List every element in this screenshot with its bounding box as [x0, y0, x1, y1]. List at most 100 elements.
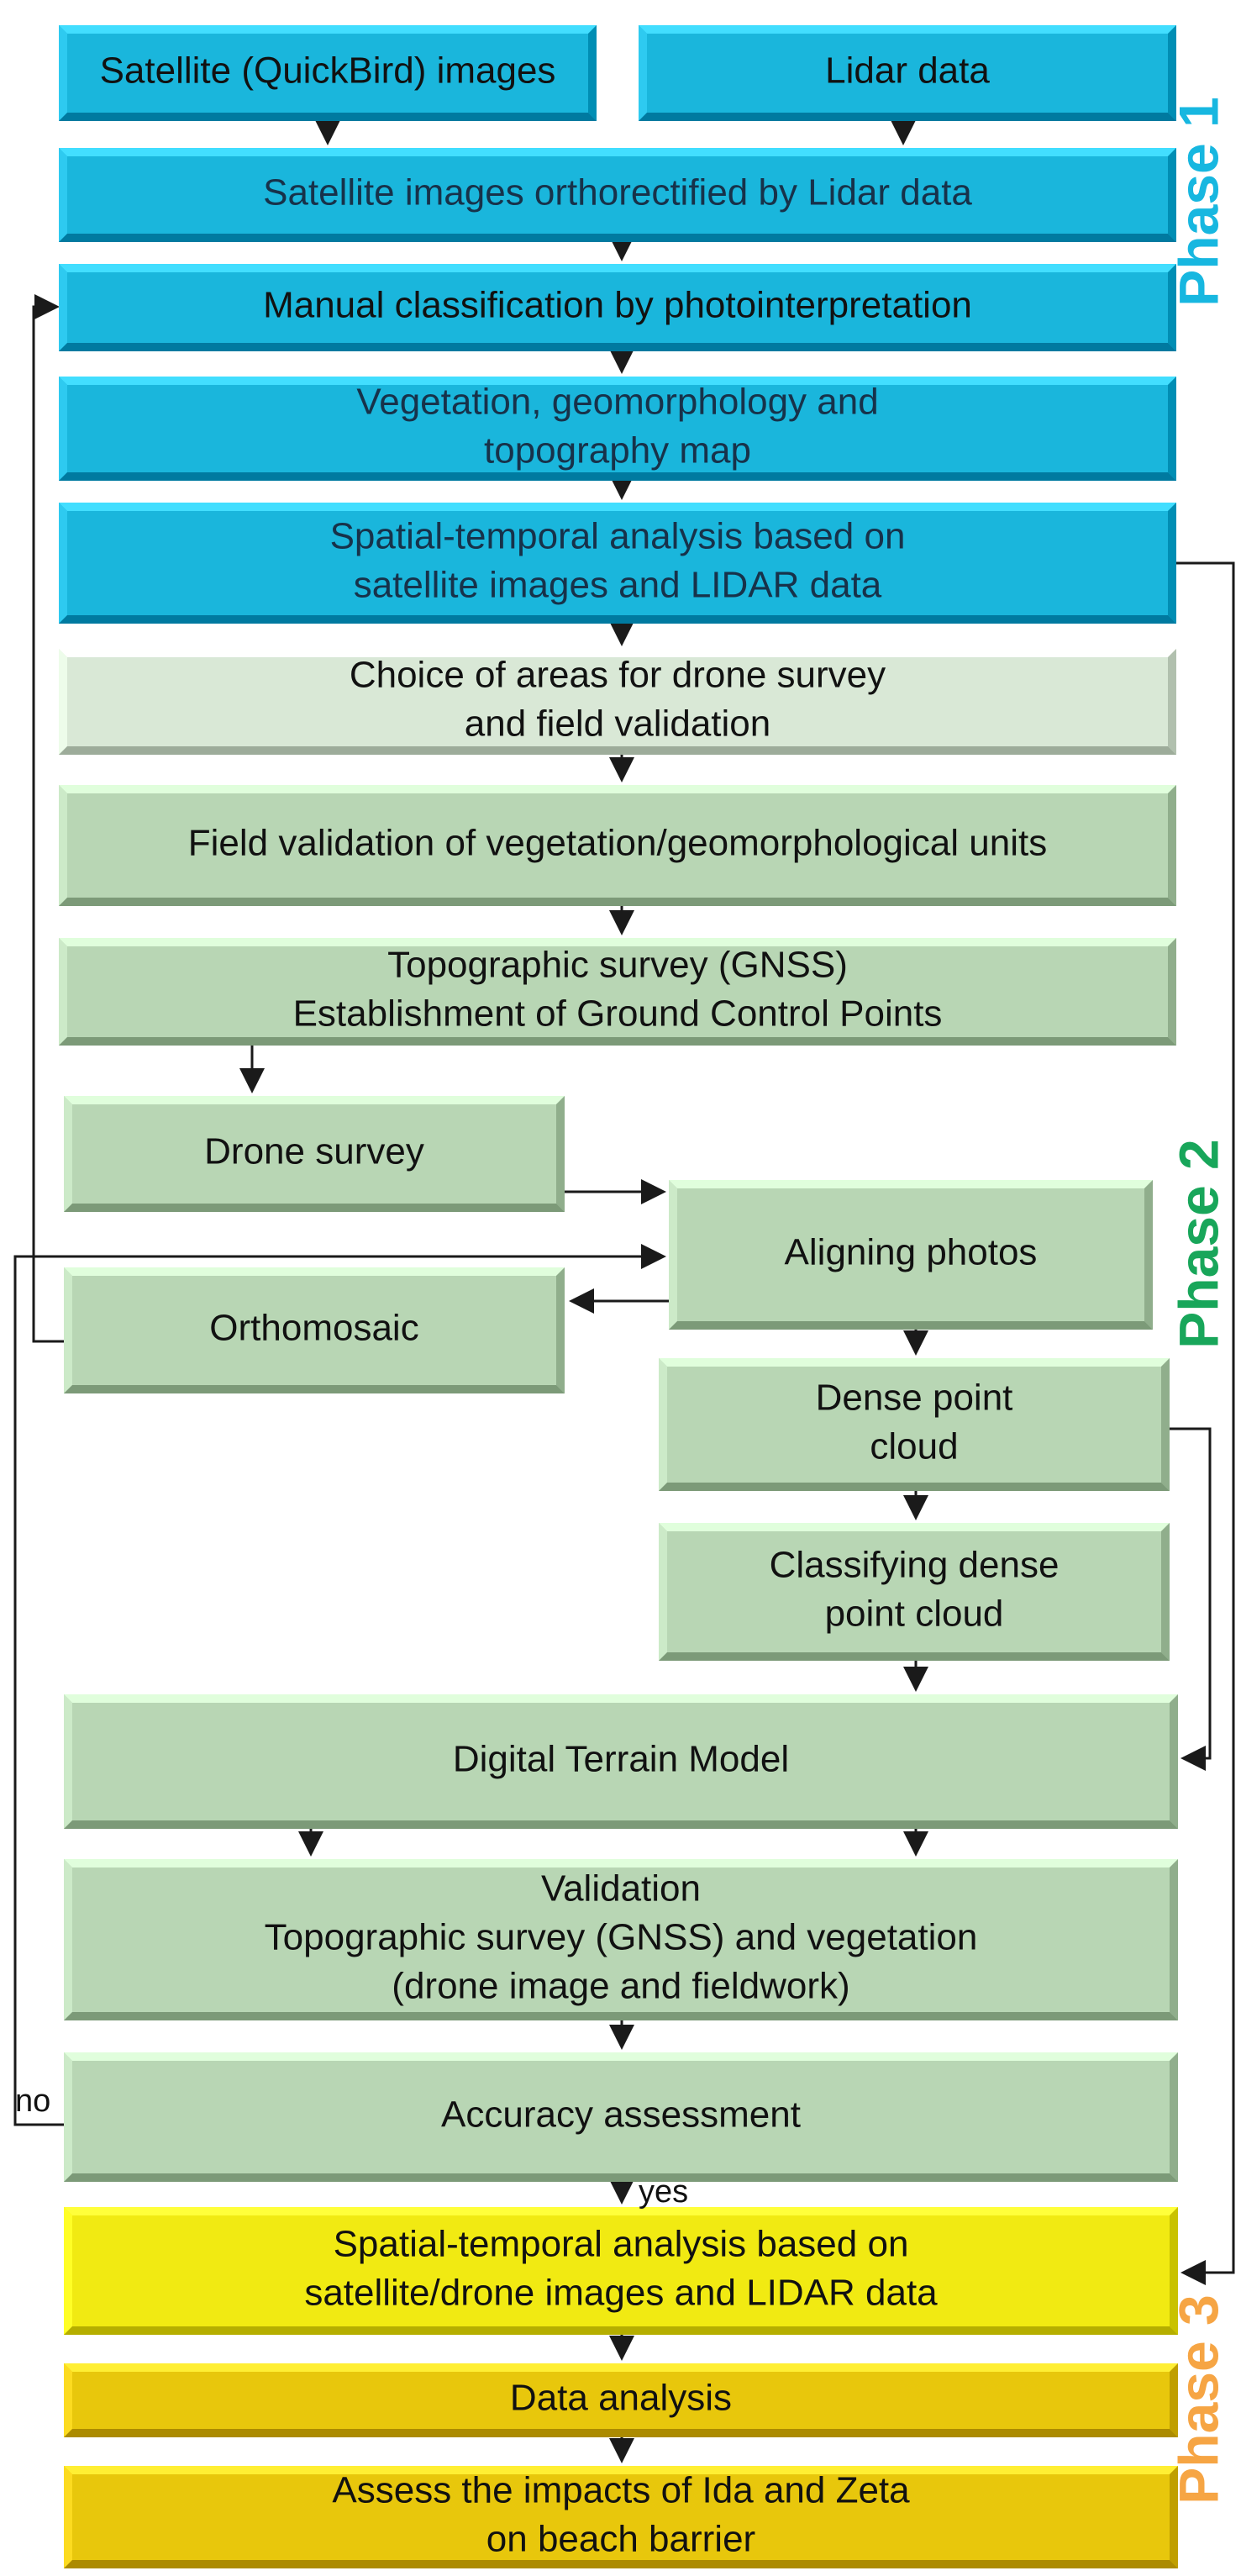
box-label: Topographic survey (GNSS) and vegetation [265, 1917, 978, 1958]
box-bevel-right [1168, 503, 1176, 624]
box-bevel-left [659, 1523, 667, 1661]
box-bevel-bottom [59, 343, 1176, 351]
phase-3-label: Phase 3 [1167, 2294, 1229, 2505]
box-label: Data analysis [510, 2378, 732, 2419]
connectors [13, 120, 1235, 2463]
box-bevel-right [1168, 264, 1176, 351]
box-bevel-bottom [59, 898, 1176, 906]
box-bevel-left [59, 785, 67, 906]
box-label: (drone image and fieldwork) [392, 1966, 849, 2007]
yes-label: yes [639, 2174, 688, 2210]
arrow-orthomosaic-to-manual-loop [32, 294, 64, 1343]
box-bevel-top [59, 649, 1176, 657]
box-bevel-bottom [659, 1483, 1170, 1491]
box-bevel-left [59, 377, 67, 481]
box-label: Topographic survey (GNSS) [387, 945, 848, 986]
box-bevel-bottom [64, 2560, 1178, 2568]
box-bevel-top [64, 1096, 565, 1104]
box-bevel-top [64, 2207, 1178, 2215]
box-face [64, 1096, 565, 1212]
box-bevel-right [1170, 1859, 1178, 2020]
arrow-dense-to-dtm-side [1170, 1427, 1212, 1771]
box-label: satellite/drone images and LIDAR data [304, 2273, 938, 2314]
box-label: Satellite images orthorectified by Lidar… [263, 172, 972, 213]
box-bevel-bottom [59, 113, 597, 121]
box-orthomosaic: Orthomosaic [64, 1267, 565, 1393]
box-label: topography map [484, 430, 751, 471]
box-bevel-top [64, 1859, 1178, 1867]
box-bevel-right [1170, 2207, 1178, 2335]
box-bevel-right [556, 1096, 565, 1212]
box-bevel-left [59, 503, 67, 624]
box-bevel-left [639, 25, 647, 121]
box-bevel-top [64, 2363, 1178, 2372]
box-label: Aligning photos [785, 1232, 1038, 1273]
box-bevel-bottom [64, 2429, 1178, 2437]
box-digital-terrain-model: Digital Terrain Model [64, 1694, 1178, 1829]
box-bevel-right [1161, 1523, 1170, 1661]
box-bevel-left [64, 1859, 72, 2020]
box-bevel-bottom [64, 1204, 565, 1212]
box-label: satellite images and LIDAR data [354, 565, 882, 606]
box-label: point cloud [825, 1594, 1004, 1635]
box-spatial-temporal-2: Spatial-temporal analysis based on satell… [64, 2207, 1178, 2335]
box-label: and field validation [465, 703, 770, 745]
box-bevel-right [1168, 377, 1176, 481]
box-bevel-bottom [59, 1037, 1176, 1046]
box-bevel-bottom [64, 1820, 1178, 1829]
no-label: no [15, 2083, 50, 2119]
box-label: Field validation of vegetation/geomorpho… [188, 823, 1047, 864]
box-bevel-left [64, 2052, 72, 2182]
box-data-analysis: Data analysis [64, 2363, 1178, 2437]
box-label: Spatial-temporal analysis based on [334, 2224, 909, 2265]
box-face [59, 377, 1176, 481]
box-face [659, 1358, 1170, 1491]
box-label: Choice of areas for drone survey [350, 655, 886, 696]
box-topographic-survey: Topographic survey (GNSS)Establishment o… [59, 938, 1176, 1046]
box-bevel-left [64, 1096, 72, 1212]
arrow-accuracy-no-loop [13, 1244, 666, 2126]
box-bevel-left [64, 2363, 72, 2437]
box-label: Accuracy assessment [441, 2094, 801, 2136]
box-bevel-top [639, 25, 1176, 34]
box-bevel-right [1170, 2052, 1178, 2182]
box-field-validation: Field validation of vegetation/geomorpho… [59, 785, 1176, 906]
box-aligning-photos: Aligning photos [669, 1180, 1153, 1330]
box-label: Digital Terrain Model [453, 1739, 789, 1780]
box-bevel-bottom [59, 472, 1176, 481]
box-bevel-right [1144, 1180, 1153, 1330]
box-label: Drone survey [204, 1131, 424, 1172]
box-label: cloud [870, 1426, 958, 1467]
box-bevel-bottom [64, 1385, 565, 1393]
box-bevel-bottom [59, 234, 1176, 242]
box-face [59, 503, 1176, 624]
box-face [64, 2052, 1178, 2182]
box-face [659, 1523, 1170, 1661]
box-label: Spatial-temporal analysis based on [330, 516, 906, 557]
box-label: Vegetation, geomorphology and [356, 382, 878, 423]
box-bevel-right [1170, 2363, 1178, 2437]
box-bevel-right [556, 1267, 565, 1393]
box-bevel-left [64, 2466, 72, 2568]
box-face [59, 148, 1176, 242]
box-bevel-left [59, 649, 67, 755]
box-bevel-top [59, 148, 1176, 156]
box-face [59, 785, 1176, 906]
box-spatial-temporal-1: Spatial-temporal analysis based on satell… [59, 503, 1176, 624]
phase-2-label: Phase 2 [1167, 1139, 1229, 1349]
box-bevel-top [659, 1523, 1170, 1531]
box-bevel-bottom [639, 113, 1176, 121]
box-bevel-bottom [59, 615, 1176, 624]
box-bevel-bottom [64, 2012, 1178, 2020]
box-lidar-data: Lidar data [639, 25, 1176, 121]
box-bevel-bottom [64, 2326, 1178, 2335]
box-bevel-left [64, 1267, 72, 1393]
box-bevel-top [59, 25, 597, 34]
box-face [59, 25, 597, 121]
box-face [59, 264, 1176, 351]
box-accuracy-assessment: Accuracy assessment [64, 2052, 1178, 2182]
